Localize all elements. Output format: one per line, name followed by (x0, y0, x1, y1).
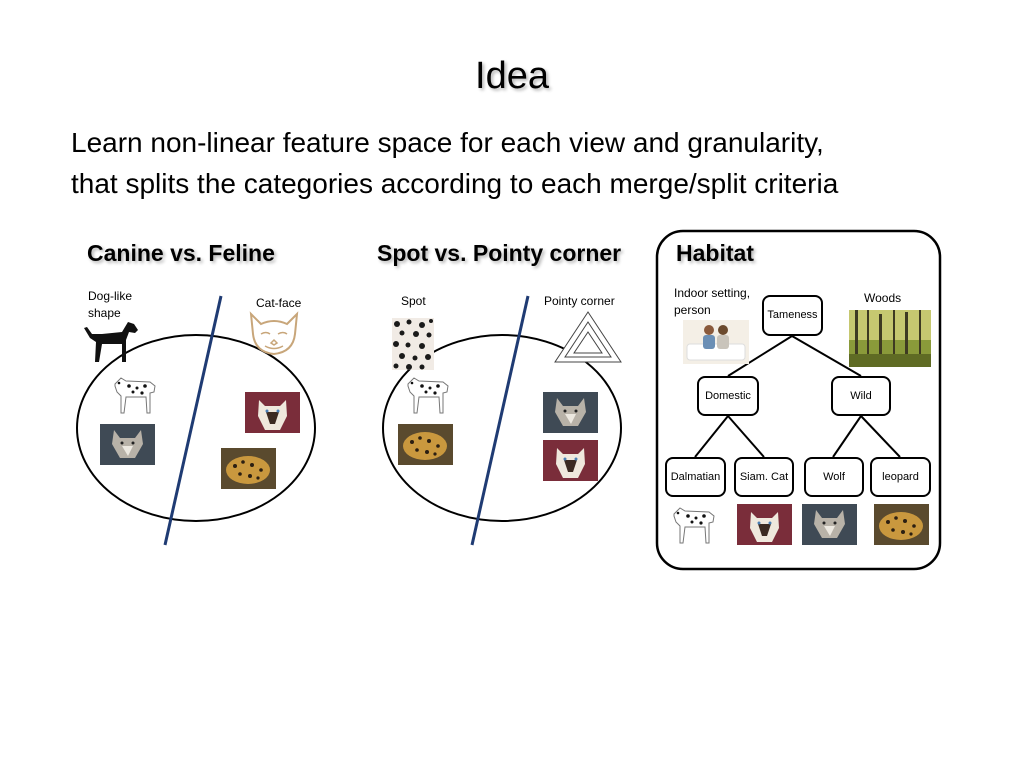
label-dog-like-shape: Dog-like shape (88, 289, 133, 320)
slide-title: Idea (475, 55, 549, 97)
wolf-image (802, 504, 857, 545)
body-line-2: that splits the categories according to … (71, 168, 839, 199)
tree-node-tameness: Tameness (762, 295, 823, 336)
label-spot: Spot (401, 294, 426, 308)
triangle-corner-icon (554, 311, 622, 363)
dalmatian-image (673, 507, 715, 544)
tree-node-domestic: Domestic (697, 376, 759, 416)
siamese-cat-image (543, 440, 598, 481)
leopard-image (874, 504, 929, 545)
cat-face-icon (249, 311, 299, 356)
dalmatian-image (114, 377, 156, 414)
heading-habitat: Habitat (676, 240, 754, 266)
label-woods: Woods (864, 291, 902, 305)
tree-node-wild: Wild (831, 376, 891, 416)
siamese-cat-image (245, 392, 300, 433)
tree-node-siam-cat: Siam. Cat (734, 457, 794, 497)
leopard-image (398, 424, 453, 465)
divider-spot-pointy (470, 295, 530, 546)
tree-node-wolf: Wolf (804, 457, 864, 497)
heading-canine-feline: Canine vs. Feline (87, 240, 275, 266)
people-on-couch-image (683, 320, 749, 364)
tree-node-leopard: leopard (870, 457, 931, 497)
dalmatian-image (407, 377, 449, 414)
leopard-image (221, 448, 276, 489)
wolf-image (100, 424, 155, 465)
tree-node-dalmatian: Dalmatian (665, 457, 726, 497)
woods-image (849, 310, 931, 367)
ellipse-canine-feline (76, 334, 316, 522)
siamese-cat-image (737, 504, 792, 545)
ellipse-spot-pointy (382, 334, 622, 522)
label-indoor-setting: Indoor setting, person (674, 286, 751, 317)
dog-silhouette-icon (84, 322, 138, 362)
label-pointy-corner: Pointy corner (544, 294, 615, 308)
label-cat-face: Cat-face (256, 296, 302, 310)
spot-pattern-icon (392, 318, 434, 370)
body-line-1: Learn non-linear feature space for each … (71, 127, 824, 158)
habitat-box (655, 229, 942, 571)
tree-edges (694, 335, 901, 458)
divider-canine-feline (163, 295, 223, 546)
heading-spot-pointy: Spot vs. Pointy corner (377, 240, 622, 266)
wolf-image (543, 392, 598, 433)
